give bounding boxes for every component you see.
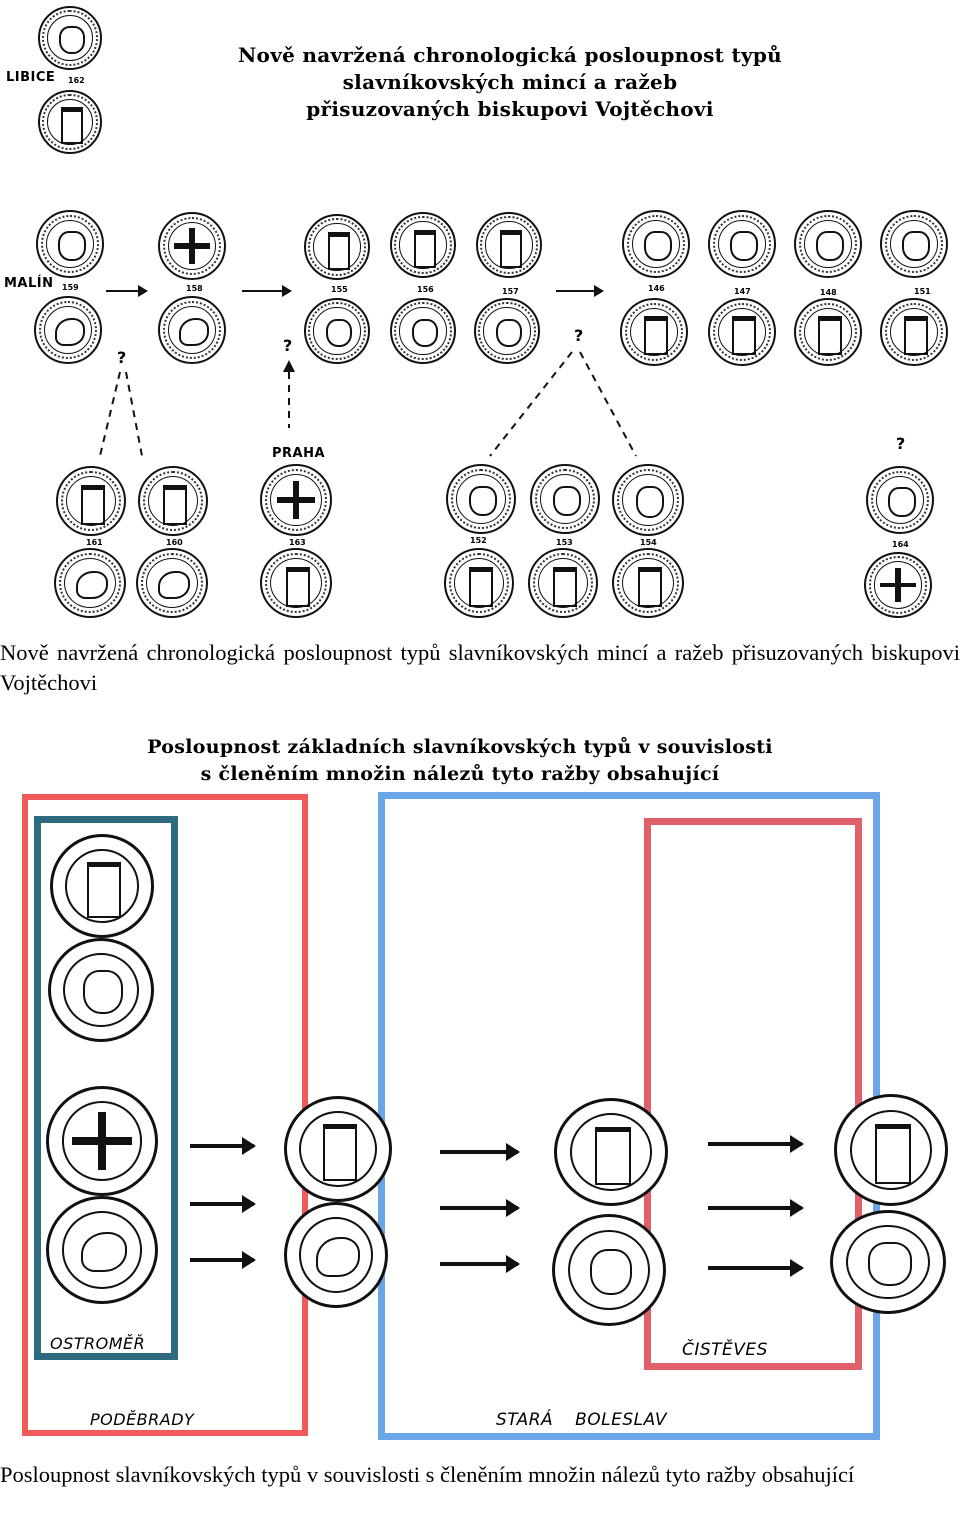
coin-163-reverse <box>260 548 332 618</box>
coin-number-164: 164 <box>892 540 909 549</box>
place-label-malin: MALÍN <box>4 276 54 291</box>
coin-154-obverse <box>612 464 684 536</box>
figure-2-title-line-2: s členěním množin nálezů tyto ražby obsa… <box>200 763 720 785</box>
coin-152-reverse <box>444 548 514 618</box>
coin-159-reverse <box>34 296 102 364</box>
caption-figure-2: Posloupnost slavníkovských typů v souvis… <box>0 1462 855 1487</box>
figure-1-title-line-2: slavníkovských mincí a ražeb <box>342 70 678 94</box>
coin-number-160: 160 <box>166 538 183 547</box>
coin-154-reverse <box>612 548 684 618</box>
coin-number-152: 152 <box>470 536 487 545</box>
coin-147-reverse <box>708 298 776 366</box>
arrow-row2-group2 <box>440 1199 520 1217</box>
coin-151-obverse <box>880 210 948 278</box>
coin-ostromer-1 <box>50 834 154 938</box>
coin-146-obverse <box>622 210 690 278</box>
figure-1-title-line-3: přisuzovaných biskupovi Vojtěchovi <box>306 97 714 121</box>
coin-155-obverse <box>304 214 370 280</box>
coin-151-reverse <box>880 298 948 366</box>
coin-153-reverse <box>528 548 598 618</box>
coin-number-151: 151 <box>914 287 931 296</box>
coin-number-161: 161 <box>86 538 103 547</box>
coin-148-obverse <box>794 210 862 278</box>
place-label-praha: PRAHA <box>272 446 326 461</box>
unknown-mark-164: ? <box>896 434 906 453</box>
coin-163-obverse <box>260 464 332 536</box>
coin-number-147: 147 <box>734 287 751 296</box>
figure-2-title-line-1: Posloupnost základních slavníkovských ty… <box>147 736 773 758</box>
figure-2-title: Posloupnost základních slavníkovských ty… <box>100 734 820 788</box>
place-label-stara-boleslav: STARÁ BOLESLAV <box>496 1410 668 1430</box>
arrow-row3-group1 <box>190 1251 256 1269</box>
arrow-row1-group3 <box>708 1135 804 1153</box>
coin-161-obverse <box>56 466 126 536</box>
coin-number-146: 146 <box>648 284 665 293</box>
figure-1-title: Nově navržená chronologická posloupnost … <box>200 42 820 123</box>
coin-152-obverse <box>446 464 516 534</box>
coin-number-157: 157 <box>502 287 519 296</box>
coin-155-reverse <box>304 298 370 364</box>
arrow-159-158 <box>106 285 148 297</box>
coin-number-155: 155 <box>331 285 348 294</box>
coin-157-obverse <box>476 212 542 278</box>
coin-ostromer-4 <box>46 1196 158 1304</box>
coin-ostromer-3 <box>46 1086 158 1196</box>
coin-156-reverse <box>390 298 456 364</box>
frame-ostromer <box>34 816 178 1360</box>
coin-162-obverse <box>38 6 102 70</box>
frame-cisteves <box>644 818 862 1370</box>
coin-147-obverse <box>708 210 776 278</box>
coin-164-obverse <box>866 466 934 534</box>
coin-160-reverse <box>136 548 208 618</box>
coin-cisteves-2 <box>830 1210 946 1314</box>
arrow-row1-group2 <box>440 1143 520 1161</box>
unknown-mark-right: ? <box>574 326 584 345</box>
coin-159-obverse <box>36 210 104 278</box>
coin-160-obverse <box>138 466 208 536</box>
arrow-row3-group3 <box>708 1259 804 1277</box>
arrow-row3-group2 <box>440 1255 520 1273</box>
arrow-row1-group1 <box>190 1137 256 1155</box>
arrow-157-146 <box>556 285 604 297</box>
coin-158-obverse <box>158 212 226 280</box>
coin-162-reverse <box>38 90 102 154</box>
coin-stara-boleslav-2 <box>552 1214 666 1326</box>
coin-148-reverse <box>794 298 862 366</box>
unknown-mark-left: ? <box>117 348 127 367</box>
coin-number-158: 158 <box>186 284 203 293</box>
coin-164-reverse <box>864 552 932 618</box>
coin-158-reverse <box>158 296 226 364</box>
coin-number-156: 156 <box>417 285 434 294</box>
arrow-row2-group1 <box>190 1195 256 1213</box>
coin-number-163: 163 <box>289 538 306 547</box>
coin-157-reverse <box>474 298 540 364</box>
place-label-libice: LIBICE <box>6 70 56 85</box>
coin-146-reverse <box>620 298 688 366</box>
coin-number-154: 154 <box>640 538 657 547</box>
coin-podebrady-2 <box>284 1202 388 1308</box>
figure-1-title-line-1: Nově navržená chronologická posloupnost … <box>237 43 783 67</box>
coin-number-148: 148 <box>820 288 837 297</box>
caption-figure-1: Nově navržená chronologická posloupnost … <box>0 640 960 695</box>
coin-number-159: 159 <box>62 283 79 292</box>
coin-stara-boleslav-1 <box>554 1098 668 1206</box>
place-label-cisteves: ČISTĚVES <box>682 1340 768 1360</box>
coin-161-reverse <box>54 548 126 618</box>
coin-153-obverse <box>530 464 600 534</box>
unknown-mark-praha: ? <box>283 336 293 355</box>
coin-ostromer-2 <box>48 938 154 1042</box>
dashed-connectors <box>99 351 637 457</box>
place-label-ostromer: OSTROMĚŘ <box>50 1334 146 1353</box>
arrow-row2-group3 <box>708 1199 804 1217</box>
coin-podebrady-1 <box>284 1096 392 1202</box>
coin-cisteves-1 <box>834 1094 948 1206</box>
coin-number-153: 153 <box>556 538 573 547</box>
arrow-158-155 <box>242 285 292 297</box>
coin-156-obverse <box>390 212 456 278</box>
coin-number-162: 162 <box>68 76 85 85</box>
place-label-podebrady: PODĚBRADY <box>90 1410 195 1429</box>
